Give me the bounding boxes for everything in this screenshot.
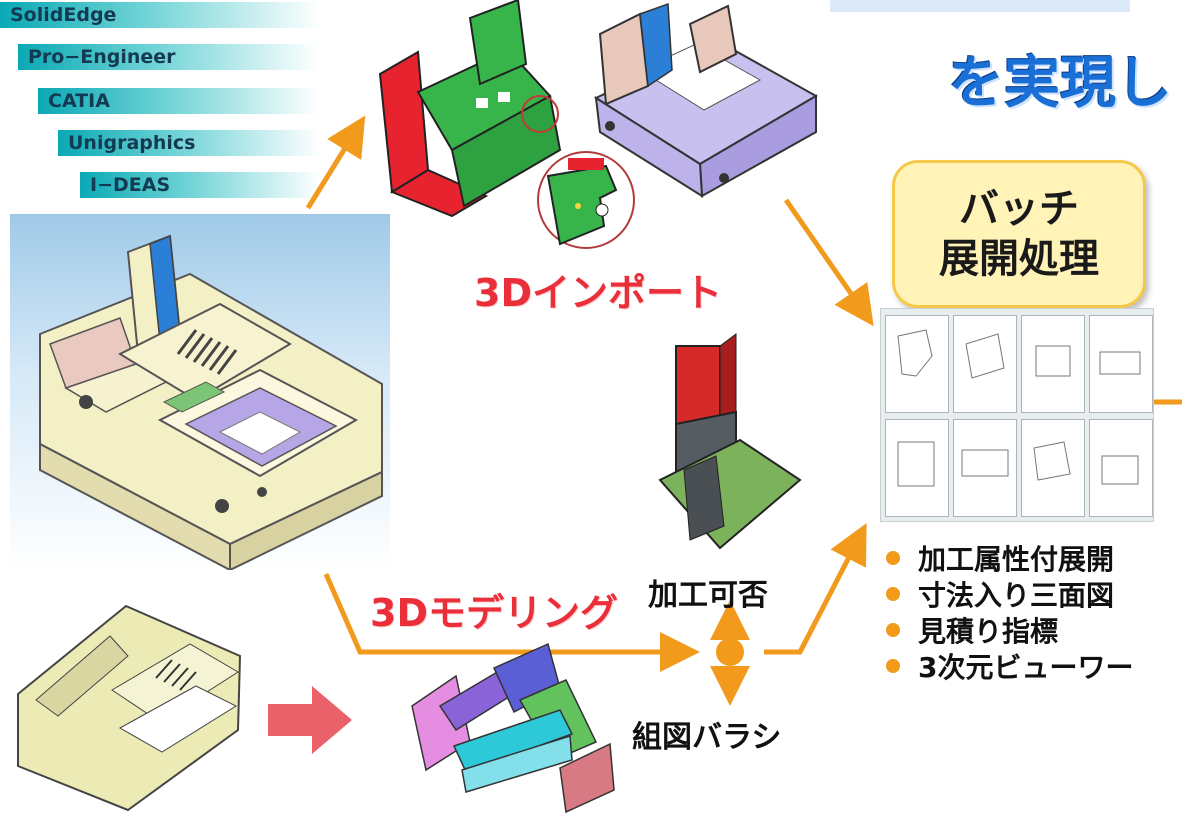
arrow-modeling-path xyxy=(323,573,700,672)
batch-process-box: バッチ 展開処理 xyxy=(892,160,1146,308)
flat-pattern-sheets xyxy=(880,308,1154,522)
bullet-dot-icon xyxy=(886,659,900,673)
hub-node xyxy=(716,638,744,666)
flat-pattern-sheet xyxy=(953,315,1017,413)
feature-item: 3次元ビューワー xyxy=(886,648,1133,684)
feature-label: 寸法入り三面図 xyxy=(918,579,1115,612)
arrow-hub-to-batch xyxy=(764,523,867,655)
red-block-arrow xyxy=(268,686,352,754)
feature-item: 寸法入り三面図 xyxy=(886,576,1133,612)
headline-top-fragment xyxy=(830,0,1130,33)
feature-label: 3次元ビューワー xyxy=(918,651,1134,684)
feature-item: 見積り指標 xyxy=(886,612,1133,648)
sheet-metal-frame xyxy=(593,2,819,198)
flat-pattern-sheet xyxy=(885,419,949,517)
flat-pattern-sheet xyxy=(1089,419,1153,517)
label-feasibility: 加工可否 xyxy=(648,578,768,613)
label-assembly-split: 組図バラシ xyxy=(632,720,782,755)
flat-pattern-sheet xyxy=(1089,315,1153,413)
bullet-dot-icon xyxy=(886,623,900,637)
feature-label: 見積り指標 xyxy=(918,615,1059,648)
cad-item-solidedge: SolidEdge xyxy=(0,2,320,28)
cad-model-panel xyxy=(10,214,390,572)
cad-item-catia: CATIA xyxy=(38,88,320,114)
arrow-to-batch xyxy=(783,198,874,327)
cad-item-ideas: I−DEAS xyxy=(80,172,320,198)
label-3d-import: 3Dインポート xyxy=(474,271,722,315)
feature-item: 加工属性付展開 xyxy=(886,540,1133,576)
bracket-detail-zoom xyxy=(537,151,635,249)
flat-pattern-sheet xyxy=(1021,315,1085,413)
exploded-parts xyxy=(411,642,615,814)
bullet-dot-icon xyxy=(886,551,900,565)
feasibility-part xyxy=(658,333,802,550)
flat-pattern-sheet xyxy=(885,315,949,413)
headline: を実現し xyxy=(948,51,1172,116)
bullet-dot-icon xyxy=(886,587,900,601)
label-3d-modeling: 3Dモデリング xyxy=(370,591,618,635)
batch-box-line2: 展開処理 xyxy=(939,236,1099,282)
machine-model-illustration xyxy=(39,234,383,572)
flat-pattern-sheet xyxy=(953,419,1017,517)
batch-box-line1: バッチ xyxy=(959,186,1079,232)
flat-pattern-sheet xyxy=(1021,419,1085,517)
headline-fragment-glyphs xyxy=(830,0,1130,12)
feature-list: 加工属性付展開 寸法入り三面図 見積り指標 3次元ビューワー xyxy=(886,540,1133,684)
feature-label: 加工属性付展開 xyxy=(918,543,1115,576)
cad-item-unigraphics: Unigraphics xyxy=(58,130,320,156)
modeled-chassis xyxy=(17,604,242,812)
sheet-metal-bracket xyxy=(378,0,562,218)
cad-item-pro-engineer: Pro−Engineer xyxy=(18,44,318,70)
arrow-to-import xyxy=(305,115,366,210)
